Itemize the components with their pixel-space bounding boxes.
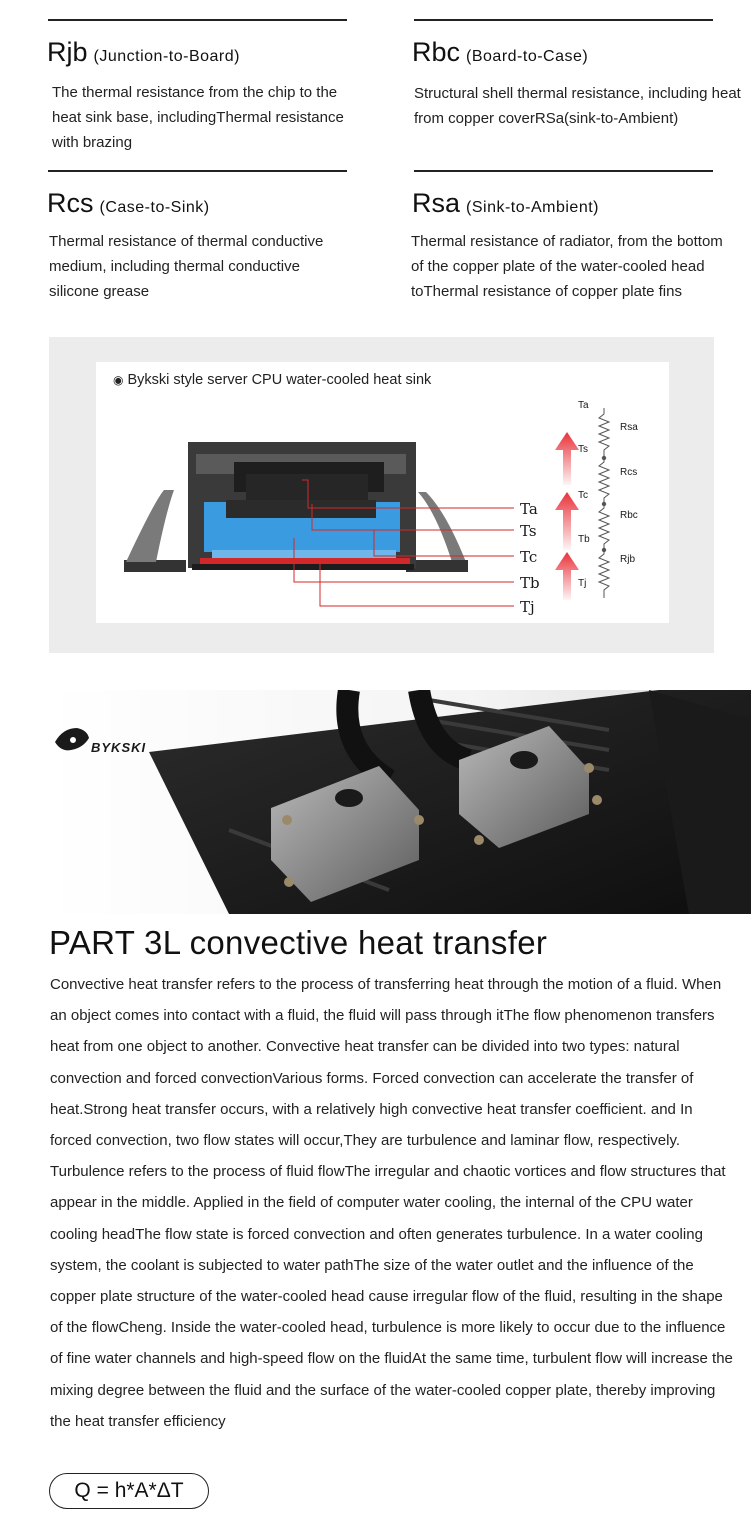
term-rsa-heading: Rsa (Sink-to-Ambient) (412, 188, 599, 219)
motherboard-render (49, 690, 751, 914)
term-rjb-name: (Junction-to-Board) (93, 48, 240, 65)
callout-tj: Tj (520, 598, 535, 616)
caption-bullet: ◉ (113, 373, 124, 387)
ladder-ta: Ta (578, 400, 589, 411)
resistor-ladder (597, 408, 611, 598)
bykski-wordmark: BYKSKI (91, 740, 147, 755)
term-rcs-heading: Rcs (Case-to-Sink) (47, 188, 210, 219)
callout-lines (293, 479, 514, 607)
divider-top-right (414, 19, 713, 21)
heat-sink-illustration (124, 442, 468, 572)
ladder-rcs: Rcs (620, 467, 638, 478)
heat-sink-cross-section (124, 442, 514, 607)
term-rsa-description: Thermal resistance of radiator, from the… (411, 233, 723, 300)
term-rjb-symbol: Rjb (47, 37, 88, 67)
term-rsa-symbol: Rsa (412, 188, 461, 218)
diagram-caption: ◉Bykski style server CPU water-cooled he… (113, 372, 431, 388)
term-rbc-description: Structural shell thermal resistance, inc… (414, 85, 741, 127)
ladder-ts: Ts (578, 444, 588, 455)
callout-tc: Tc (520, 548, 538, 566)
ladder-tc: Tc (578, 490, 588, 501)
caption-text: Bykski style server CPU water-cooled hea… (127, 372, 432, 388)
callout-tb: Tb (520, 574, 540, 592)
heat-flow-arrows (555, 432, 579, 600)
ladder-rbc: Rbc (620, 510, 638, 521)
formula-badge: Q = h*A*ΔT (49, 1473, 209, 1509)
ladder-rjb: Rjb (620, 554, 636, 565)
divider-mid-left (48, 170, 347, 172)
divider-top-left (48, 19, 347, 21)
callout-ts: Ts (520, 522, 537, 540)
term-rcs-description: Thermal resistance of thermal conductive… (49, 233, 324, 300)
thermal-diagram-panel: ◉Bykski style server CPU water-cooled he… (49, 337, 714, 653)
ladder-tj: Tj (578, 578, 587, 589)
term-rbc-heading: Rbc (Board-to-Case) (412, 37, 588, 68)
divider-mid-right (414, 170, 713, 172)
term-rbc-name: (Board-to-Case) (466, 48, 589, 65)
term-rjb-heading: Rjb (Junction-to-Board) (47, 37, 240, 68)
product-photo: BYKSKI (49, 690, 751, 914)
term-rcs-name: (Case-to-Sink) (99, 199, 210, 216)
ladder-tb: Tb (578, 534, 590, 545)
ladder-rsa: Rsa (620, 422, 638, 433)
callout-ta: Ta (520, 500, 538, 518)
bykski-logo (55, 728, 89, 751)
thermal-diagram-card: ◉Bykski style server CPU water-cooled he… (96, 362, 669, 623)
term-rcs-symbol: Rcs (47, 188, 94, 218)
section-body: Convective heat transfer refers to the p… (50, 976, 733, 1430)
term-rsa-name: (Sink-to-Ambient) (466, 199, 599, 216)
section-title: PART 3L convective heat transfer (49, 924, 548, 961)
term-rbc-symbol: Rbc (412, 37, 461, 67)
term-rjb-description: The thermal resistance from the chip to … (52, 84, 344, 151)
